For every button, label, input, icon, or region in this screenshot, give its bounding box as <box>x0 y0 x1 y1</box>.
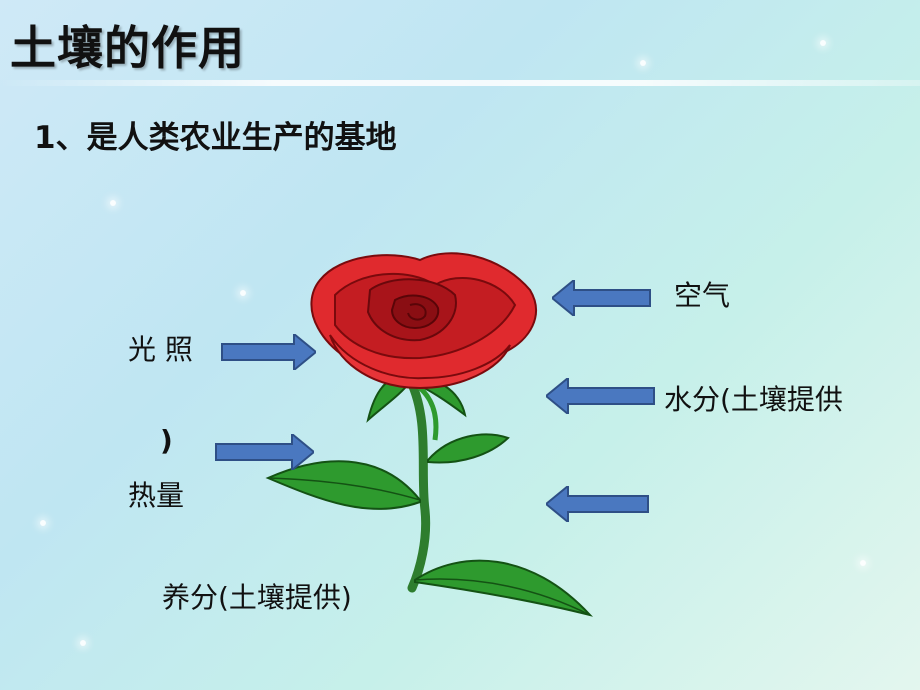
label-water: 水分(土壤提供 <box>664 383 843 416</box>
sparkle-decoration <box>820 40 826 46</box>
sparkle-decoration <box>40 520 46 526</box>
stem <box>405 375 431 593</box>
arrow-icon <box>221 334 316 370</box>
leaf-bottom <box>414 559 594 617</box>
label-light: 光 照 <box>128 333 193 366</box>
rose-icon <box>265 252 594 617</box>
arrow-icon <box>552 280 651 316</box>
sparkle-decoration <box>80 640 86 646</box>
slide-title: 土壤的作用 <box>10 21 245 75</box>
sparkle-decoration <box>110 200 116 206</box>
leaf-left <box>265 460 421 510</box>
slide-subtitle: 1、是人类农业生产的基地 <box>34 120 397 156</box>
label-nutrients: 养分(土壤提供) <box>162 581 352 614</box>
title-divider <box>0 80 920 86</box>
leaf-right-top <box>427 433 510 464</box>
label-paren: ) <box>160 424 173 457</box>
sparkle-decoration <box>640 60 646 66</box>
arrow-icon <box>546 378 655 414</box>
label-air: 空气 <box>674 279 731 312</box>
sparkle-decoration <box>860 560 866 566</box>
label-heat: 热量 <box>128 479 185 512</box>
sparkle-decoration <box>240 290 246 296</box>
arrow-icon <box>546 486 649 522</box>
arrow-icon <box>215 434 314 470</box>
